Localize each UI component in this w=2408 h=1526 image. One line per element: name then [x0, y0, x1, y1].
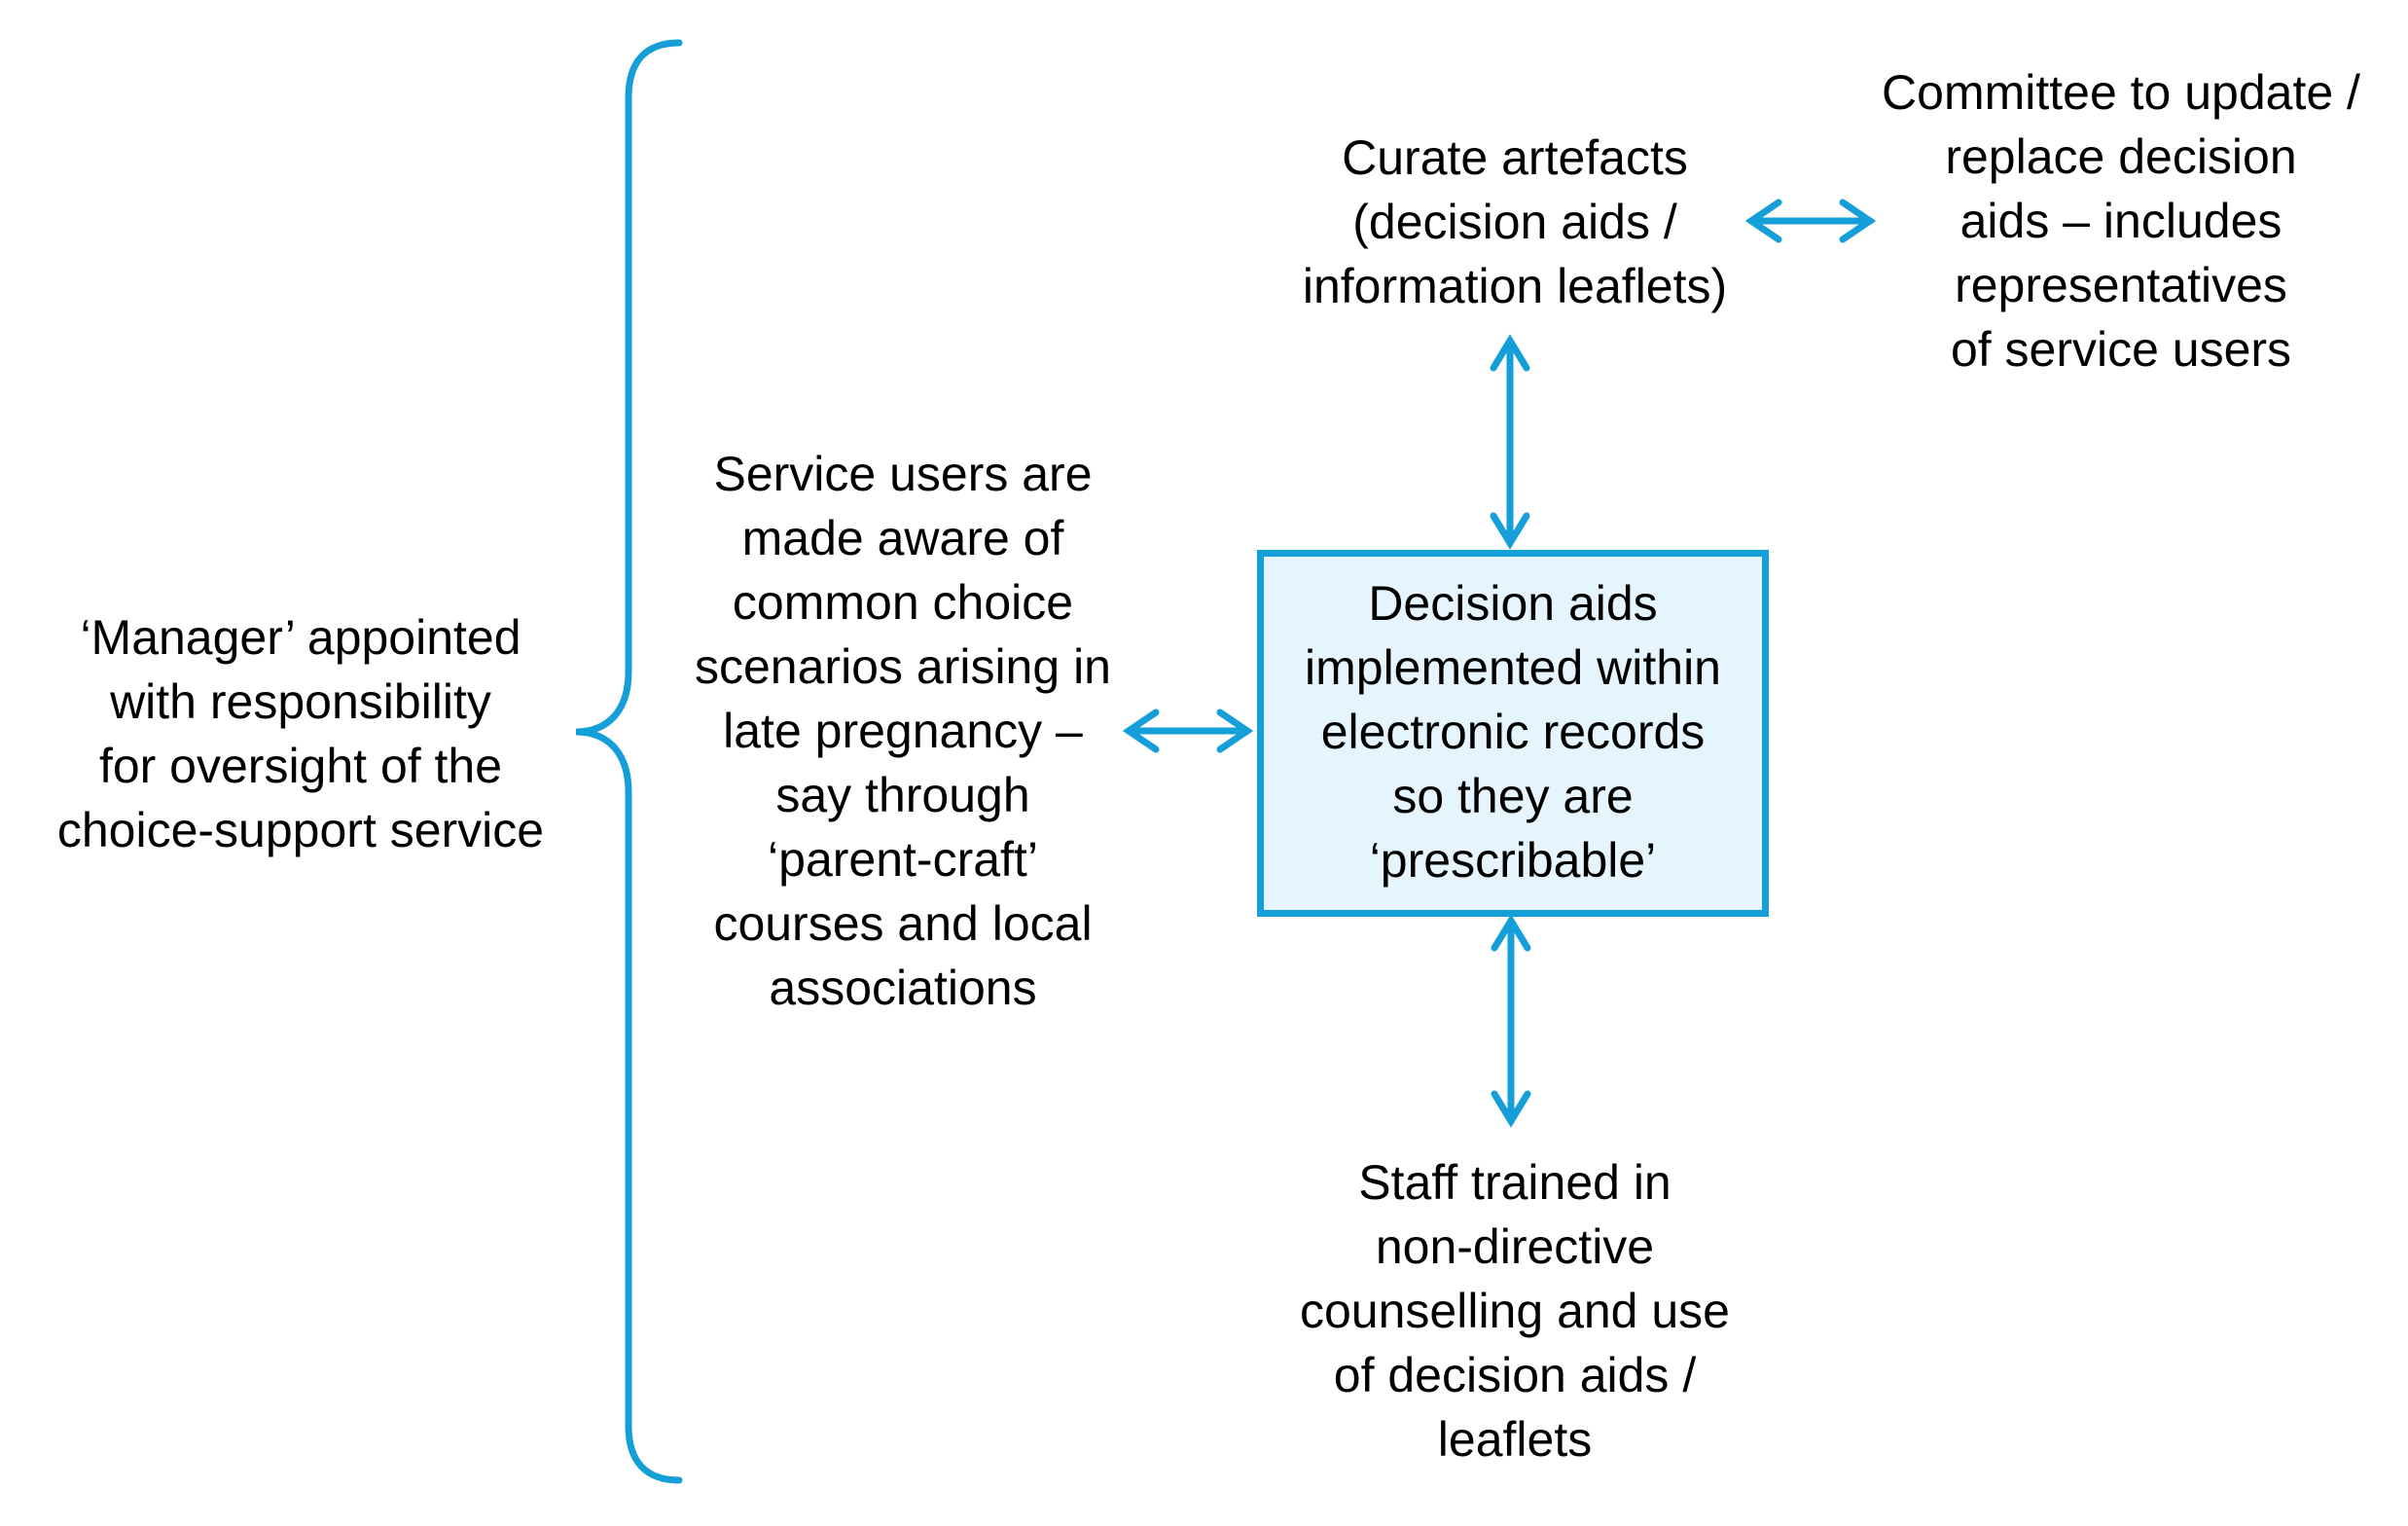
staff-trained-node: Staff trained in non-directive counselli… — [1262, 1150, 1768, 1472]
curate-line: (decision aids / — [1352, 195, 1677, 249]
center-line: ‘prescribable’ — [1369, 833, 1657, 888]
service-users-line: Service users are — [713, 447, 1093, 501]
service-users-line: late pregnancy – — [723, 704, 1083, 758]
manager-line: for oversight of the — [98, 739, 503, 793]
decision-aids-center-box: Decision aids implemented within electro… — [1257, 550, 1769, 917]
center-line: so they are — [1392, 769, 1634, 823]
manager-line: with responsibility — [110, 674, 491, 729]
center-line: Decision aids — [1368, 576, 1658, 631]
staff-line: counselling and use — [1300, 1284, 1730, 1338]
service-users-line: say through — [775, 768, 1030, 822]
center-line: implemented within — [1305, 640, 1721, 695]
arrow-center-to-staff — [1491, 914, 1531, 1128]
manager-node: ‘Manager’ appointed with responsibility … — [9, 605, 593, 862]
committee-line: aids – includes — [1959, 194, 2282, 248]
service-users-line: ‘parent-craft’ — [768, 832, 1038, 887]
arrow-service-users-to-center — [1122, 708, 1254, 753]
service-users-node: Service users are made aware of common c… — [669, 442, 1136, 1020]
curly-brace — [575, 39, 683, 1484]
curate-artefacts-node: Curate artefacts (decision aids / inform… — [1262, 126, 1768, 318]
decision-aids-center-text: Decision aids implemented within electro… — [1264, 571, 1762, 892]
center-line: electronic records — [1320, 705, 1706, 759]
curate-line: Curate artefacts — [1342, 130, 1688, 185]
committee-line: Committee to update / — [1882, 65, 2360, 120]
committee-line: replace decision — [1945, 129, 2297, 184]
staff-line: Staff trained in — [1358, 1155, 1671, 1210]
staff-line: non-directive — [1375, 1219, 1655, 1274]
curate-line: information leaflets) — [1302, 259, 1728, 313]
service-users-line: common choice — [732, 575, 1074, 630]
staff-line: of decision aids / — [1333, 1348, 1697, 1402]
service-users-line: made aware of — [741, 511, 1064, 565]
service-users-line: associations — [769, 961, 1037, 1015]
service-users-line: courses and local — [713, 896, 1093, 951]
service-users-line: scenarios arising in — [695, 639, 1111, 694]
staff-line: leaflets — [1437, 1412, 1593, 1467]
arrow-curate-to-center — [1490, 334, 1530, 550]
committee-line: representatives — [1955, 258, 2287, 312]
arrow-curate-to-committee — [1744, 199, 1877, 243]
manager-line: choice-support service — [56, 803, 545, 857]
committee-node: Committee to update / replace decision a… — [1829, 60, 2408, 382]
manager-line: ‘Manager’ appointed — [80, 610, 521, 665]
committee-line: of service users — [1950, 322, 2292, 377]
